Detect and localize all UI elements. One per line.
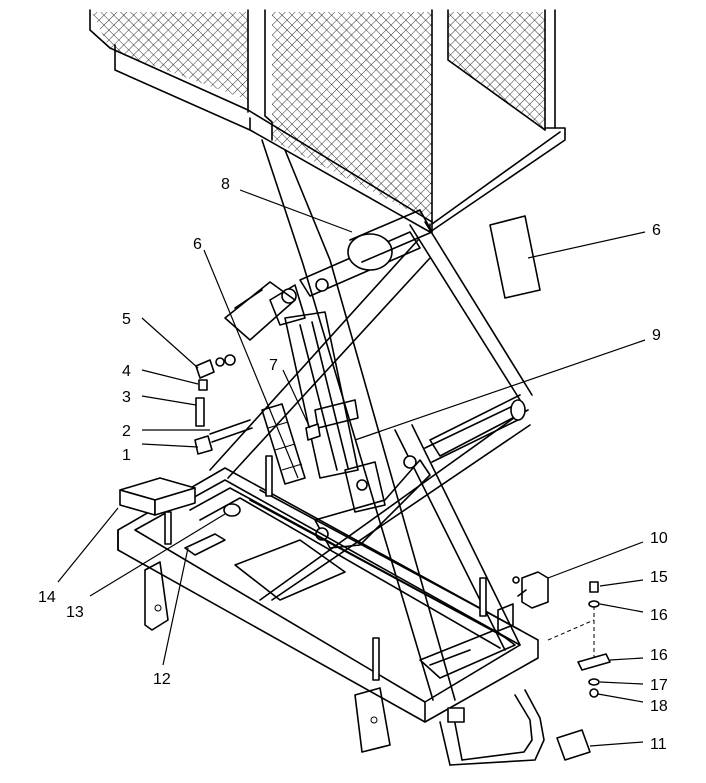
leader-lines (57, 189, 646, 747)
callout-10: 10 (650, 530, 668, 547)
callout-16-lower: 17 (650, 677, 668, 694)
callout-9: 9 (652, 327, 661, 344)
hose-fittings (194, 354, 253, 455)
callout-12: 12 (153, 671, 171, 688)
callout-4: 4 (122, 363, 131, 380)
callout-6-right: 6 (652, 222, 661, 239)
callout-14: 14 (38, 589, 56, 606)
callout-2: 2 (122, 423, 131, 440)
callout-18: 18 (650, 698, 668, 715)
callout-13: 13 (66, 604, 84, 621)
callout-17: 16 (650, 647, 668, 664)
callout-16-upper: 16 (650, 607, 668, 624)
decal-strips (261, 215, 541, 485)
upper-bracket (224, 281, 296, 341)
callout-1: 1 (122, 447, 131, 464)
callout-labels: 1 2 3 4 5 6 6 7 8 9 10 11 12 13 14 15 16… (38, 176, 668, 753)
hardware-stack (547, 581, 611, 698)
callout-5: 5 (122, 311, 131, 328)
block-14 (119, 477, 196, 516)
callout-3: 3 (122, 389, 131, 406)
callout-8: 8 (221, 176, 230, 193)
decal-11 (556, 729, 591, 761)
platform-guard (89, 9, 566, 233)
callout-6-left: 6 (193, 236, 202, 253)
callout-11: 11 (650, 736, 667, 753)
callout-7: 7 (269, 357, 278, 374)
limit-switch-10 (512, 571, 549, 609)
callout-15: 15 (650, 569, 668, 586)
